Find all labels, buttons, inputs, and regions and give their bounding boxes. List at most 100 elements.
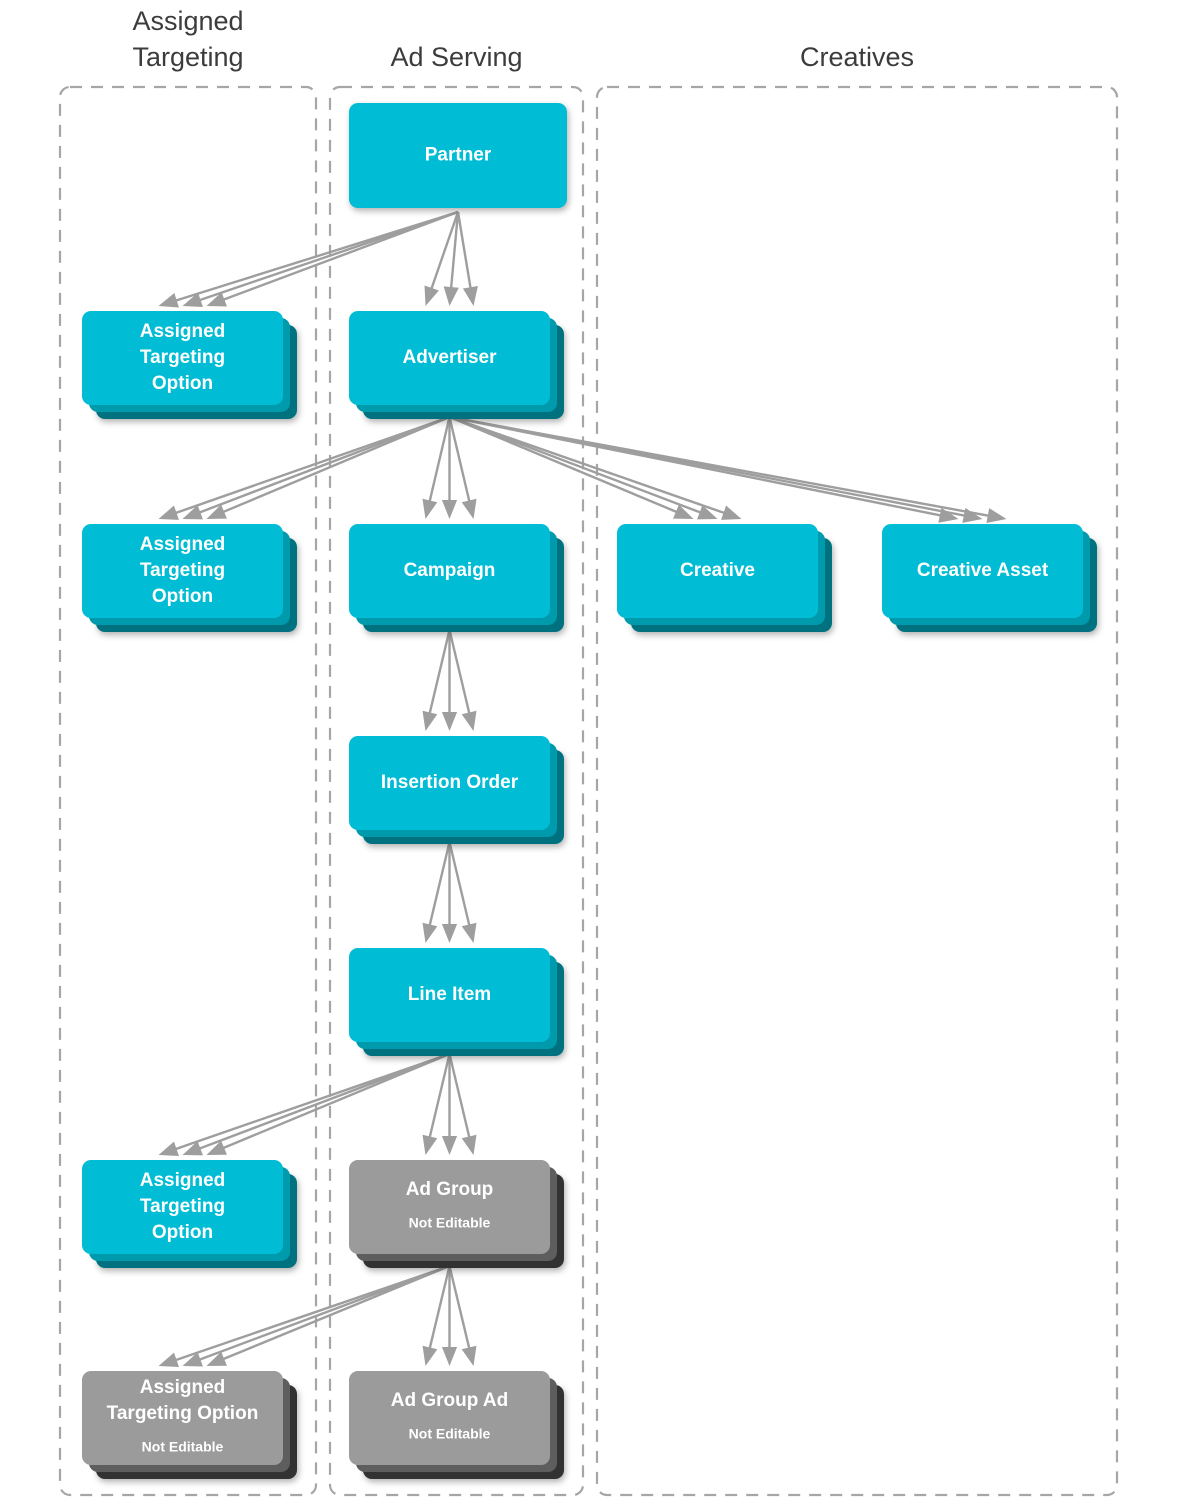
edge-line bbox=[427, 416, 451, 505]
edge-line bbox=[427, 1265, 451, 1352]
node-card-front[interactable] bbox=[882, 524, 1083, 618]
edge-arrowhead bbox=[422, 922, 438, 943]
node-label: Line Item bbox=[408, 984, 491, 1005]
node-card-front[interactable] bbox=[349, 736, 550, 830]
edge-arrowhead bbox=[182, 1352, 203, 1367]
node-line-item[interactable]: Line Item bbox=[349, 948, 564, 1056]
node-creative-asset[interactable]: Creative Asset bbox=[882, 524, 1097, 632]
edge-line bbox=[196, 1052, 450, 1151]
edge-arrowhead bbox=[206, 292, 227, 307]
edge-advertiser-to-campaign bbox=[422, 416, 477, 519]
node-label: Creative bbox=[680, 560, 755, 581]
node-campaign[interactable]: Campaign bbox=[349, 524, 564, 632]
edge-line bbox=[172, 1052, 450, 1152]
node-card-front[interactable] bbox=[349, 1160, 550, 1254]
node-card-front[interactable] bbox=[349, 948, 550, 1042]
edge-line bbox=[427, 841, 451, 929]
edge-advertiser-to-creative-asset bbox=[449, 415, 1007, 524]
edges-layer bbox=[158, 210, 1007, 1368]
column-frame-assigned-targeting bbox=[58, 85, 318, 1497]
node-advertiser[interactable]: Advertiser bbox=[349, 311, 564, 419]
node-label: Targeting bbox=[140, 1196, 225, 1217]
edge-arrowhead bbox=[206, 504, 227, 519]
edge-line bbox=[456, 211, 473, 292]
edge-arrowhead bbox=[461, 498, 477, 519]
edge-arrowhead bbox=[182, 292, 203, 308]
edge-ad-group-to-ad-group-ad bbox=[422, 1265, 477, 1366]
edge-line bbox=[427, 629, 451, 717]
node-card-front[interactable] bbox=[349, 103, 567, 208]
node-label: Ad Group bbox=[406, 1179, 494, 1200]
edge-arrowhead bbox=[206, 1140, 227, 1155]
node-label: Assigned bbox=[140, 1377, 226, 1398]
edge-ad-group-to-ato bbox=[158, 1264, 450, 1368]
edge-arrowhead bbox=[462, 286, 478, 306]
edge-line bbox=[449, 415, 992, 518]
edge-insertion-order-to-line-item bbox=[422, 841, 477, 943]
node-card-front[interactable] bbox=[349, 524, 550, 618]
edge-line-item-to-ato bbox=[158, 1052, 450, 1156]
node-card-front[interactable] bbox=[349, 1371, 550, 1465]
edge-arrowhead bbox=[962, 507, 983, 523]
edge-line bbox=[220, 210, 459, 302]
edge-campaign-to-insertion-order bbox=[422, 629, 477, 731]
node-label: Targeting Option bbox=[107, 1403, 259, 1424]
column-frame-rect bbox=[328, 85, 585, 1497]
edge-arrowhead bbox=[461, 1345, 477, 1366]
edge-line bbox=[449, 415, 728, 516]
node-card-front[interactable] bbox=[82, 1160, 283, 1254]
node-sublabel-not-editable: Not Editable bbox=[409, 1426, 491, 1442]
node-partner[interactable]: Partner bbox=[349, 103, 567, 208]
node-sublabel-not-editable: Not Editable bbox=[409, 1215, 491, 1231]
node-card-front[interactable] bbox=[82, 1371, 283, 1465]
edge-line bbox=[172, 415, 450, 516]
edge-arrowhead bbox=[158, 1352, 179, 1368]
edge-arrowhead bbox=[422, 1345, 438, 1366]
edge-line bbox=[219, 415, 450, 515]
edge-line bbox=[172, 1264, 450, 1363]
edge-line bbox=[427, 1053, 451, 1141]
node-card-front[interactable] bbox=[617, 524, 818, 618]
edge-line bbox=[172, 210, 459, 303]
column-frame-creatives bbox=[595, 85, 1119, 1497]
column-frame-rect bbox=[58, 85, 318, 1497]
node-card-front[interactable] bbox=[82, 311, 283, 405]
edge-arrowhead bbox=[673, 504, 694, 519]
edge-arrowhead bbox=[461, 922, 477, 943]
edge-line bbox=[448, 1265, 472, 1352]
edge-partner-to-advertiser bbox=[424, 211, 478, 306]
edge-arrowhead bbox=[158, 1141, 179, 1156]
edge-line bbox=[449, 415, 704, 515]
node-creative[interactable]: Creative bbox=[617, 524, 832, 632]
edge-line bbox=[449, 211, 460, 292]
node-card-front[interactable] bbox=[349, 311, 550, 405]
node-label: Option bbox=[152, 1222, 213, 1243]
edge-line bbox=[448, 629, 472, 717]
edge-arrowhead bbox=[422, 710, 438, 731]
node-label: Option bbox=[152, 373, 213, 394]
edge-partner-to-ato bbox=[158, 210, 459, 308]
edge-arrowhead bbox=[697, 505, 718, 520]
edge-arrowhead bbox=[461, 710, 477, 731]
edge-arrowhead bbox=[158, 293, 179, 308]
node-label: Partner bbox=[425, 145, 492, 166]
column-title-line: Assigned bbox=[132, 6, 243, 36]
column-frame-ad-serving bbox=[328, 85, 585, 1497]
node-card-front[interactable] bbox=[82, 524, 283, 618]
node-label: Insertion Order bbox=[381, 772, 519, 793]
edge-arrowhead bbox=[441, 500, 458, 519]
column-title-ad-serving: Ad Serving bbox=[390, 42, 522, 72]
column-title-creatives: Creatives bbox=[800, 42, 914, 72]
edge-arrowhead bbox=[182, 505, 203, 520]
edge-line-item-to-ad-group bbox=[422, 1053, 477, 1155]
node-insertion-order[interactable]: Insertion Order bbox=[349, 736, 564, 844]
edge-arrowhead bbox=[441, 1347, 458, 1366]
